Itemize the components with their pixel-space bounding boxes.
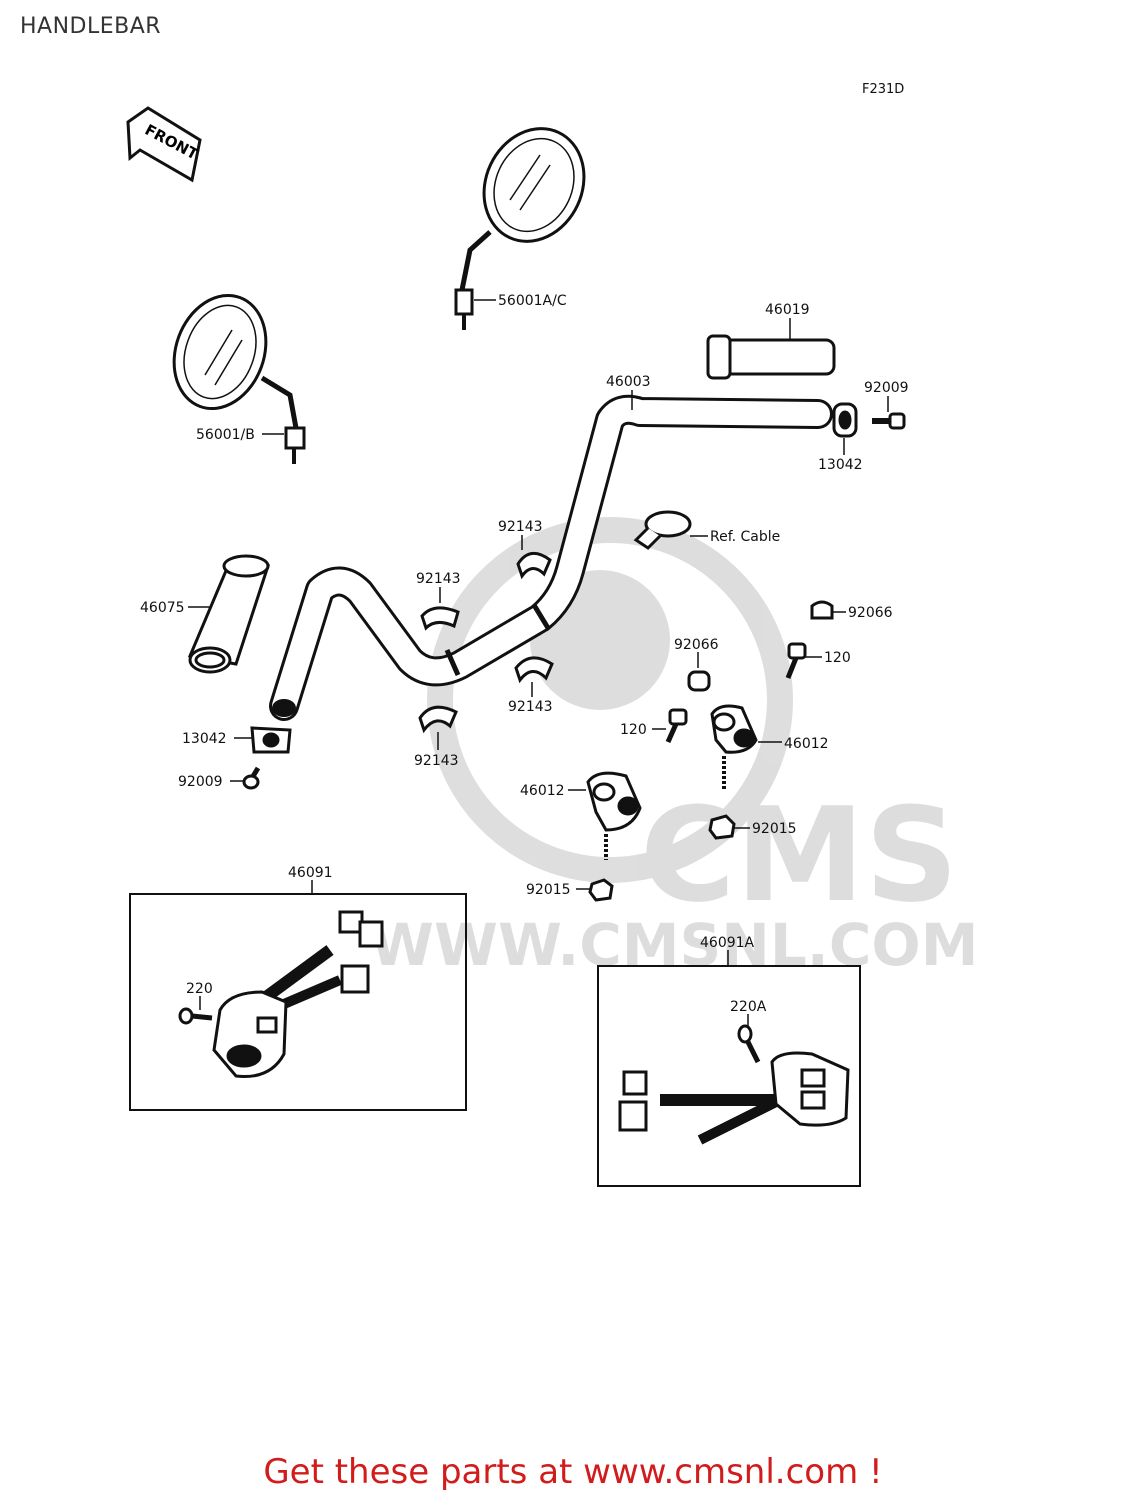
bolt-120-right-icon xyxy=(785,642,807,679)
label-handlebar: 46003 xyxy=(606,374,651,390)
label-cap-right: 92066 xyxy=(848,605,893,621)
footer-link[interactable]: Get these parts at www.cmsnl.com ! xyxy=(263,1452,883,1492)
watermark: CMS WWW.CMSNL.COM xyxy=(370,517,978,979)
bolt-right-icon xyxy=(872,412,906,430)
label-cap-center: 92066 xyxy=(674,637,719,653)
label-mirror-left: 56001/B xyxy=(196,427,255,443)
label-cable-ref: Ref. Cable xyxy=(710,529,780,545)
label-holder-right: 46012 xyxy=(784,736,829,752)
page-title: HANDLEBAR xyxy=(20,14,162,39)
cable-clamp-icon xyxy=(633,510,692,550)
front-arrow-icon: FRONT xyxy=(126,106,202,183)
label-screw-220A: 220A xyxy=(730,999,767,1015)
label-screw-220: 220 xyxy=(186,981,213,997)
holder-center-icon xyxy=(586,771,642,860)
switch-left-icon xyxy=(212,910,384,1079)
holder-right-icon xyxy=(710,704,758,790)
label-weight-left: 13042 xyxy=(182,731,227,747)
bar-end-weight-right-icon xyxy=(832,402,858,438)
switch-right-frame xyxy=(597,965,861,1187)
switch-left-frame xyxy=(129,893,467,1111)
watermark-url: WWW.CMSNL.COM xyxy=(370,911,978,979)
watermark-logo: CMS xyxy=(640,779,958,931)
nut-right-icon xyxy=(708,814,736,840)
label-holder-center: 46012 xyxy=(520,783,565,799)
figure-code: F231D xyxy=(862,82,904,97)
left-grip-icon xyxy=(187,554,271,674)
screw-220-icon xyxy=(178,1007,213,1025)
label-bolt-left: 92009 xyxy=(178,774,223,790)
clamp-halves-icon xyxy=(418,552,554,734)
label-clamp-lower-1: 92143 xyxy=(508,699,553,715)
label-nut-right: 92015 xyxy=(752,821,797,837)
label-switch-right: 46091A xyxy=(700,935,755,951)
label-left-grip: 46075 xyxy=(140,600,185,616)
throttle-grip-icon xyxy=(706,334,836,380)
screw-220A-icon xyxy=(737,1024,761,1064)
label-clamp-lower-2: 92143 xyxy=(414,753,459,769)
label-bolt-120-center: 120 xyxy=(620,722,647,738)
mirror-right-icon xyxy=(454,127,586,330)
mirror-left-icon xyxy=(172,293,306,464)
bar-end-weight-left-icon xyxy=(250,726,292,754)
switch-right-icon xyxy=(618,1051,850,1145)
bolt-120-center-icon xyxy=(665,708,688,744)
label-switch-left: 46091 xyxy=(288,865,333,881)
cap-right-icon xyxy=(810,600,834,620)
label-throttle-grip: 46019 xyxy=(765,302,810,318)
label-clamp-upper-1: 92143 xyxy=(498,519,543,535)
label-bolt-right: 92009 xyxy=(864,380,909,396)
label-bolt-120-right: 120 xyxy=(824,650,851,666)
label-nut-center: 92015 xyxy=(526,882,571,898)
label-mirror-right: 56001A/C xyxy=(498,293,567,309)
bolt-left-icon xyxy=(242,766,261,790)
nut-center-icon xyxy=(588,878,614,902)
handlebar-icon xyxy=(269,394,833,721)
cap-center-icon xyxy=(687,670,711,692)
label-clamp-upper-2: 92143 xyxy=(416,571,461,587)
label-weight-right: 13042 xyxy=(818,457,863,473)
